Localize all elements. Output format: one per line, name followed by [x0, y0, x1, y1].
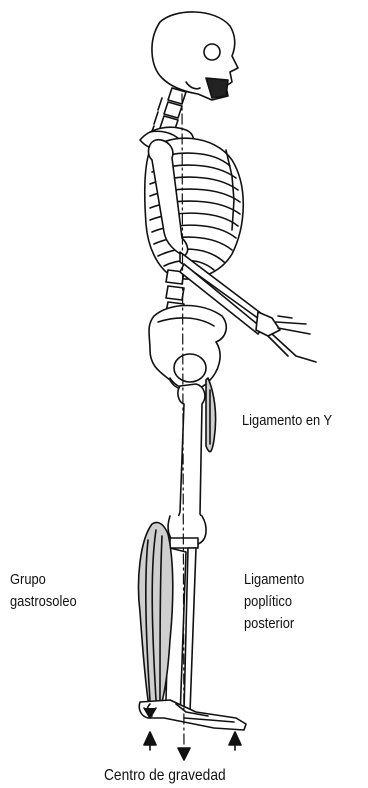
ligament-y	[206, 378, 216, 452]
label-grupo-gastrosoleo: Grupo gastrosoleo	[10, 569, 77, 613]
label-ligamento-y: Ligamento en Y	[242, 410, 332, 432]
arrow-down-icon	[178, 748, 190, 760]
femur	[177, 384, 205, 538]
hand	[256, 312, 316, 362]
arrow-up-icon	[144, 732, 156, 750]
pelvis	[149, 306, 226, 391]
label-centro-gravedad: Centro de gravedad	[104, 765, 226, 787]
arrow-up-icon	[229, 732, 241, 750]
foot	[139, 700, 246, 730]
label-ligamento-popliteo: Ligamento poplítico posterior	[244, 569, 304, 635]
knee	[168, 516, 206, 548]
skull	[152, 12, 238, 100]
